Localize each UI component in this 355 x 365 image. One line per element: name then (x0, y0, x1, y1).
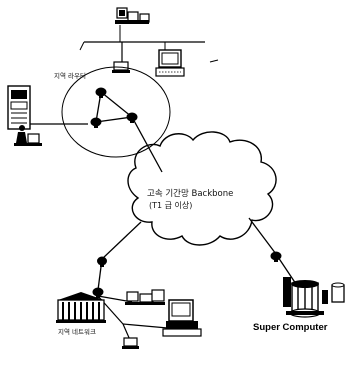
router-node-top (95, 87, 107, 98)
monitor-icon-bottom (162, 299, 202, 337)
router-links (20, 91, 163, 173)
router-node-right-backbone (270, 251, 282, 262)
backbone-label-line2: (T1 급 이상) (149, 200, 192, 210)
regional-network-label: 지역 네트워크 (58, 327, 96, 336)
regional-router-label: 지역 라우터 (54, 71, 86, 80)
super-computer-label: Super Computer (253, 322, 328, 333)
router-node-left (90, 117, 102, 128)
workstation-icon-top (115, 7, 150, 24)
top-lan (79, 25, 219, 65)
regional-router-circle (61, 66, 171, 158)
desktop-icon-bottom-center (125, 289, 165, 305)
backbone-cloud (127, 131, 277, 246)
building-icon (56, 292, 106, 323)
super-computer-icon (283, 277, 345, 318)
router-node-bottom-upper (97, 256, 107, 267)
computer-icon-top-small (112, 61, 130, 73)
mainframe-icon-left (7, 85, 31, 130)
user-workstation-icon-left (14, 125, 42, 146)
router-node-right (126, 112, 138, 123)
monitor-icon-top-right (155, 49, 185, 77)
computer-icon-bottom-small (122, 337, 139, 349)
backbone-label-line1: 고속 기간망 Backbone (147, 188, 233, 199)
